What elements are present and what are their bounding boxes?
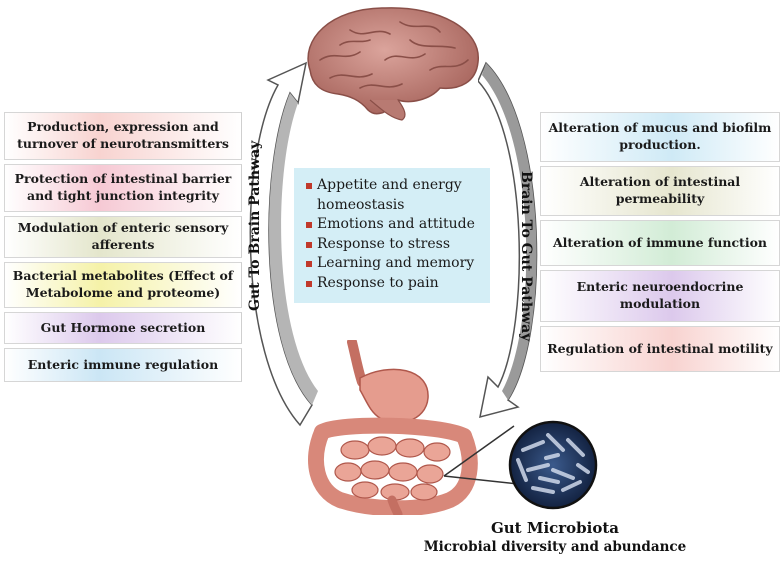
right-item: Alteration of intestinal permeability (540, 166, 780, 216)
gut-to-brain-label: Gut To Brain Pathway (247, 140, 263, 311)
right-item: Enteric neuroendocrine modulation (540, 270, 780, 322)
brain-function-item: Response to pain (306, 274, 486, 294)
left-item-text: Production, expression and turnover of n… (17, 119, 229, 151)
right-item: Alteration of mucus and biofilm producti… (540, 112, 780, 162)
zoom-connector (443, 425, 519, 485)
right-item-text: Regulation of intestinal motility (547, 340, 773, 356)
left-item: Production, expression and turnover of n… (4, 112, 242, 160)
right-item: Regulation of intestinal motility (540, 326, 780, 372)
left-item-text: Protection of intestinal barrier and tig… (14, 171, 232, 203)
brain-to-gut-label: Brain To Gut Pathway (518, 171, 534, 342)
right-item-text: Enteric neuroendocrine modulation (576, 279, 744, 311)
left-item: Enteric immune regulation (4, 348, 242, 382)
brain-function-item: Response to stress (306, 235, 486, 255)
microbiota-subtitle: Microbial diversity and abundance (423, 539, 687, 555)
left-item-text: Bacterial metabolites (Effect of Metabol… (12, 268, 234, 300)
left-item: Gut Hormone secretion (4, 312, 242, 344)
left-item-text: Gut Hormone secretion (40, 319, 206, 335)
brain-function-item: Learning and memory (306, 254, 486, 274)
microbiota-title: Gut Microbiota (490, 519, 620, 537)
left-item: Protection of intestinal barrier and tig… (4, 164, 242, 212)
brain-to-gut-arrow (478, 61, 538, 419)
right-item: Alteration of immune function (540, 220, 780, 266)
left-item: Modulation of enteric sensory afferents (4, 216, 242, 258)
right-item-text: Alteration of intestinal permeability (579, 174, 741, 206)
brain-illustration (307, 7, 479, 121)
gut-illustration (308, 340, 478, 515)
microbiota-image (508, 420, 598, 510)
left-item-text: Enteric immune regulation (27, 356, 219, 372)
brain-function-item: Emotions and attitude (306, 215, 486, 235)
left-item: Bacterial metabolites (Effect of Metabol… (4, 262, 242, 308)
brain-function-item: Appetite and energy homeostasis (306, 176, 486, 215)
gut-to-brain-arrow (249, 61, 318, 427)
right-item-text: Alteration of mucus and biofilm producti… (548, 120, 772, 152)
left-item-text: Modulation of enteric sensory afferents (17, 220, 229, 252)
right-item-text: Alteration of immune function (552, 234, 768, 250)
brain-functions-box: Appetite and energy homeostasis Emotions… (294, 168, 490, 303)
